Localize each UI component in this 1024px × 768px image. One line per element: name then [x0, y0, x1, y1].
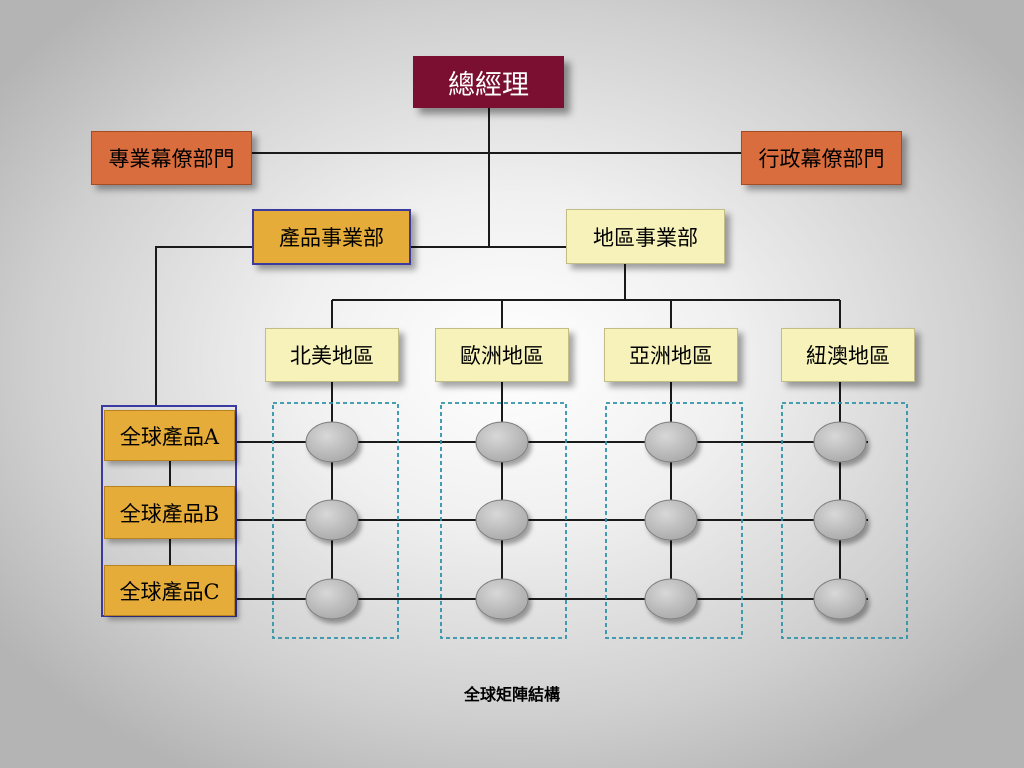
region-box: 紐澳地區 [781, 328, 915, 382]
matrix-node [305, 421, 359, 463]
region-group-outline [440, 402, 567, 639]
product-box: 全球產品C [104, 565, 235, 616]
region-division-box: 地區事業部 [566, 209, 725, 264]
matrix-node [475, 421, 529, 463]
hierarchy-connectors [155, 108, 841, 405]
product-box: 全球產品A [104, 410, 235, 461]
diagram-caption: 全球矩陣結構 [463, 685, 560, 704]
matrix-node [305, 499, 359, 541]
region-box: 歐洲地區 [435, 328, 569, 382]
region-label: 亞洲地區 [629, 344, 713, 368]
matrix-node [475, 499, 529, 541]
product-division-label: 產品事業部 [279, 226, 384, 250]
product-label: 全球產品A [119, 424, 220, 449]
matrix-node [813, 499, 867, 541]
region-label: 北美地區 [290, 344, 374, 368]
administrative-staff-box: 行政幕僚部門 [741, 131, 902, 185]
product-label: 全球產品B [119, 501, 220, 526]
product-label: 全球產品C [119, 579, 220, 604]
matrix-node [644, 421, 698, 463]
matrix-grid [236, 382, 868, 600]
region-division-label: 地區事業部 [593, 225, 698, 250]
ceo-box: 總經理 [413, 56, 564, 108]
administrative-staff-label: 行政幕僚部門 [758, 147, 885, 171]
matrix-node [644, 578, 698, 620]
professional-staff-box: 專業幕僚部門 [91, 131, 252, 185]
product-division-box: 產品事業部 [252, 209, 411, 265]
region-group-outline [605, 402, 743, 639]
matrix-node [475, 578, 529, 620]
matrix-node [813, 421, 867, 463]
professional-staff-label: 專業幕僚部門 [108, 147, 235, 171]
product-division-line [155, 246, 252, 405]
product-box: 全球產品B [104, 486, 235, 539]
region-group-outline [272, 402, 399, 639]
region-box: 亞洲地區 [604, 328, 738, 382]
product-group-outline [101, 405, 237, 617]
region-label: 歐洲地區 [460, 344, 544, 368]
matrix-node [644, 499, 698, 541]
matrix-nodes [305, 421, 867, 620]
matrix-node [305, 578, 359, 620]
region-box: 北美地區 [265, 328, 399, 382]
region-label: 紐澳地區 [806, 344, 890, 368]
region-groups [272, 402, 908, 639]
matrix-node [813, 578, 867, 620]
region-group-outline [781, 402, 908, 639]
ceo-label: 總經理 [448, 69, 529, 101]
